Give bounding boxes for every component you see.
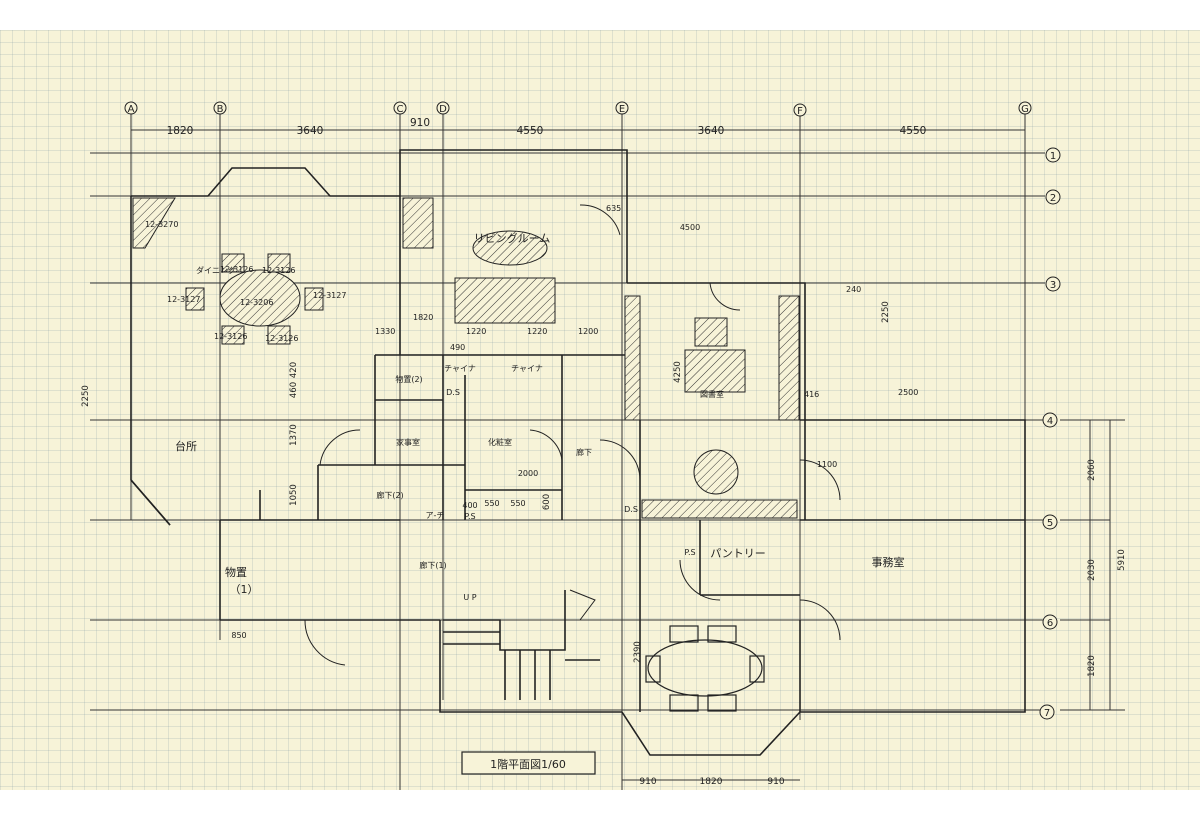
room-storage2: 物置(2) (395, 374, 422, 384)
dim-460: 460 (289, 382, 299, 398)
grid-label-g: G (1021, 104, 1029, 115)
dim-top-3: 910 (410, 117, 430, 129)
dim-1050: 1050 (289, 484, 299, 506)
grid-label-c: C (397, 104, 404, 115)
fixture-label-3: 12-3126 (262, 266, 295, 275)
dim-bottom-3: 910 (767, 777, 784, 787)
dim-2390: 2390 (633, 641, 643, 663)
dim-550a: 550 (484, 499, 499, 508)
grid-label-2: 2 (1050, 193, 1056, 204)
dim-top-4: 4550 (517, 125, 544, 137)
grid-label-5: 5 (1047, 518, 1053, 529)
label-ds-1: D.S (446, 388, 460, 397)
room-powder: 化粧室 (488, 437, 512, 447)
grid-label-b: B (217, 104, 224, 115)
grid-label-7: 7 (1044, 708, 1050, 719)
dim-top-6: 4550 (900, 125, 927, 137)
dim-550b: 550 (510, 499, 525, 508)
grid-label-a: A (128, 104, 135, 115)
room-living: リビングルーム (474, 231, 551, 245)
dim-4250: 4250 (673, 361, 683, 383)
hatched-fixtures (132, 197, 800, 519)
dim-635: 635 (606, 204, 621, 213)
dim-1200: 1200 (578, 327, 598, 336)
dim-850: 850 (231, 631, 246, 640)
dim-240: 240 (846, 285, 861, 294)
dim-bottom-1: 910 (639, 777, 656, 787)
label-china-1: チャイナ (444, 364, 476, 373)
label-ps-2: P.S (684, 548, 695, 557)
dim-1370: 1370 (289, 424, 299, 446)
door-swings (304, 204, 841, 666)
grid-label-f: F (797, 106, 803, 117)
dim-right-total: 5910 (1117, 549, 1127, 571)
dim-2500: 2500 (898, 388, 918, 397)
grid-label-6: 6 (1047, 618, 1053, 629)
fixture-label-2: 12-3126 (220, 265, 253, 274)
room-hall3: 廊下 (576, 447, 592, 457)
dim-1820: 1820 (413, 313, 433, 322)
room-storage1: 物置 (225, 565, 247, 579)
fixture-label-5: 12-3206 (240, 298, 273, 307)
dim-1330: 1330 (375, 327, 395, 336)
grid-label-3: 3 (1050, 280, 1056, 291)
room-hall2: 廊下(2) (376, 490, 403, 500)
dim-top-5: 3640 (698, 125, 725, 137)
dim-top-2: 3640 (297, 125, 324, 137)
grid-label-d: D (439, 104, 447, 115)
label-up: U P (463, 593, 476, 602)
texts: A B C D E F G 1 2 3 4 5 6 7 1820 3640 91… (81, 104, 1127, 787)
dim-top-1: 1820 (167, 125, 194, 137)
south-dining-table (645, 625, 765, 712)
drawing-title: 1階平面図1/60 (490, 757, 566, 771)
dim-1220a: 1220 (466, 327, 486, 336)
dim-bottom-2: 1820 (700, 777, 723, 787)
fixture-label-4: 12-3127 (167, 295, 200, 304)
room-housework: 家事室 (396, 437, 420, 447)
fixture-label-7: 12-3126 (214, 332, 247, 341)
floor-plan: A B C D E F G 1 2 3 4 5 6 7 1820 3640 91… (81, 101, 1127, 790)
label-ds-2: D.S (624, 505, 638, 514)
room-pantry: パントリー (710, 547, 766, 560)
title-box (461, 751, 596, 775)
label-arch: ア-チ (426, 511, 445, 520)
room-storage1-num: （1） (230, 583, 259, 596)
dim-right-2: 2030 (1087, 559, 1097, 581)
label-china-2: チャイナ (511, 364, 543, 373)
room-hall1: 廊下(1) (419, 560, 446, 570)
dim-416: 416 (804, 390, 819, 399)
fixture-label-8: 12-3126 (265, 334, 298, 343)
room-office: 事務室 (872, 555, 905, 569)
dim-490: 490 (450, 343, 465, 352)
grid-label-4: 4 (1047, 416, 1053, 427)
dim-2250b: 2250 (81, 385, 91, 407)
grid-label-e: E (619, 104, 625, 115)
grid-bubbles (124, 101, 1061, 720)
dim-2250a: 2250 (881, 301, 891, 323)
fixture-label-6: 12-3127 (313, 291, 346, 300)
dim-1220b: 1220 (527, 327, 547, 336)
dim-1100: 1100 (817, 460, 837, 469)
dim-right-3: 1820 (1087, 655, 1097, 677)
dim-2000: 2000 (518, 469, 538, 478)
label-ps-1: P.S (464, 512, 475, 521)
room-kitchen: 台所 (175, 439, 197, 453)
room-study: 図書室 (700, 389, 724, 399)
grid-label-1: 1 (1050, 151, 1056, 162)
room-dining: ダイニング (196, 265, 236, 275)
graph-paper: A B C D E F G 1 2 3 4 5 6 7 1820 3640 91… (0, 30, 1200, 790)
walls (130, 149, 1026, 756)
dim-400: 400 (462, 501, 477, 510)
dim-420: 420 (289, 362, 299, 378)
dim-4500: 4500 (680, 223, 700, 232)
dim-600: 600 (542, 494, 552, 510)
fixture-label-1: 12-3270 (145, 220, 178, 229)
dim-right-1: 2060 (1087, 459, 1097, 481)
